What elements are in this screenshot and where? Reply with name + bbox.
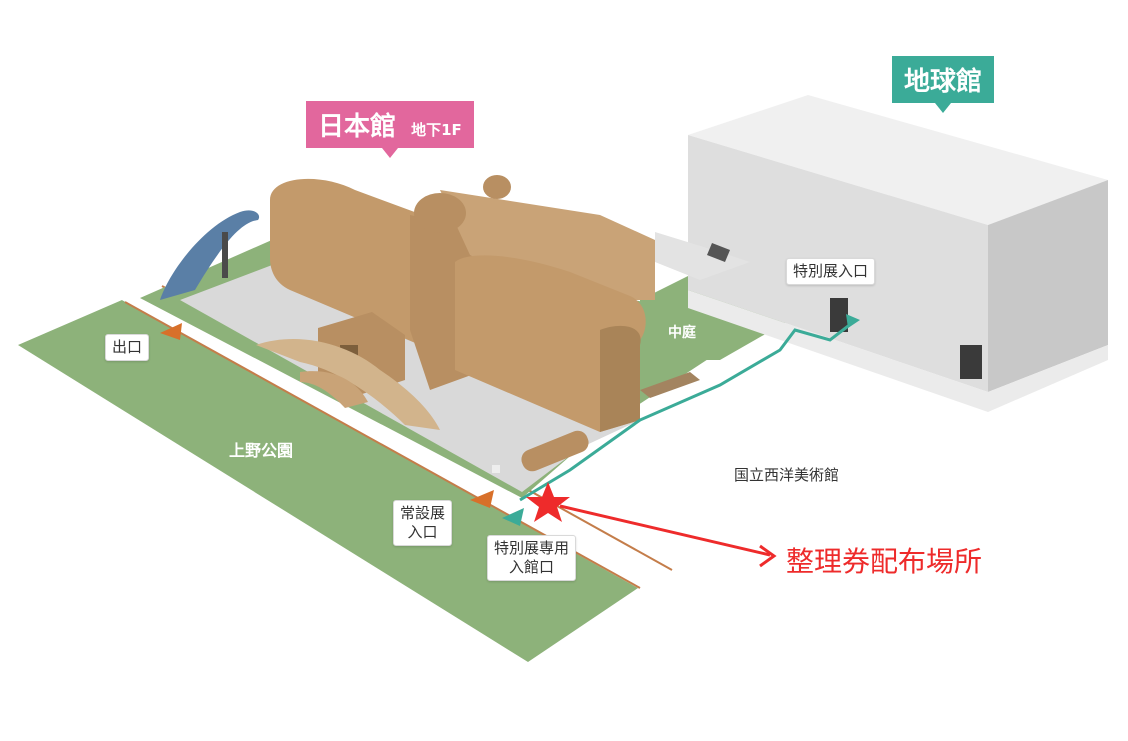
ticket-location-label: 整理券配布場所 [786,545,983,578]
ticket-pointer-line [559,504,771,557]
chikyukan-tag: 地球館 [892,56,995,113]
chikyukan-roof [688,95,1108,225]
western-art-museum-label: 国立西洋美術館 [734,466,840,484]
nihonkan-back-wing [440,190,655,300]
annex-log [521,430,589,472]
nihonkan-dome [414,193,466,233]
special-entrance-label: 特別展入口 [786,258,876,285]
exit-arrow [160,323,182,340]
ueno-park-label: 上野公園 [229,441,294,460]
ticket-pointer-head [759,544,777,568]
chikyukan-right-wall [988,180,1108,392]
ueno-park-grass [18,300,638,662]
canopy [655,232,750,280]
courtyard-label: 中庭 [668,325,696,341]
special-only-entrance-label: 特別展専用 入館口 [487,535,577,581]
nihonkan-front-wing [455,255,646,432]
exit-label: 出口 [105,334,150,361]
canopy-sign [707,243,730,262]
permanent-entrance-arrow [470,490,494,508]
nihonkan-wing-left [270,178,420,345]
nihonkan-name: 日本館 [318,112,397,142]
nihonkan-dome-small [483,175,511,199]
front-ramp [256,339,440,430]
chikyukan-door [960,345,982,379]
small-post [492,465,500,473]
permanent-entrance-label: 常設展 入口 [393,500,453,546]
ticket-location-star [526,482,570,522]
chikyukan-door [830,298,848,332]
plaza-ground [180,262,640,492]
courtyard-path [640,372,700,398]
whale-stand [222,232,228,278]
front-ramp-left [300,371,368,408]
nihonkan-tag: 日本館 地下1F [306,101,474,158]
nihonkan-front-wing-shade [600,325,641,432]
whale-sculpture [160,210,260,300]
special-entrance-arrow [502,508,524,526]
chikyukan-name: 地球館 [904,67,983,97]
route-arrowhead [846,314,860,328]
visitor-route [519,318,857,502]
nihonkan-floor: 地下1F [411,121,462,139]
